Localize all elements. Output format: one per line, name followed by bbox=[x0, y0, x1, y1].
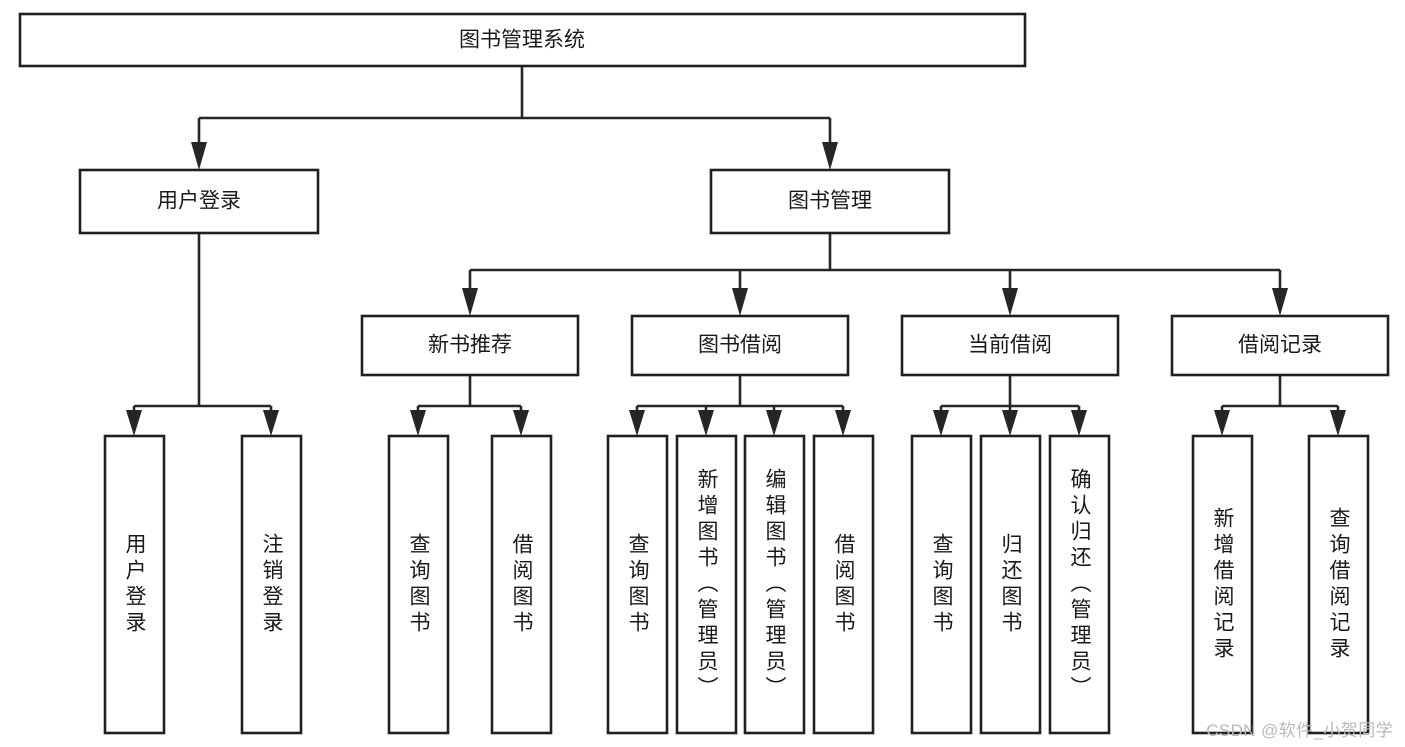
node-borrow-record[interactable]: 借阅记录 bbox=[1170, 314, 1390, 377]
arrow-head-leaf-br-query bbox=[1330, 410, 1346, 436]
node-book-manage-label: 图书管理 bbox=[788, 190, 872, 213]
node-book-manage[interactable]: 图书管理 bbox=[709, 168, 951, 235]
connector-group-new-book-leaves bbox=[410, 375, 529, 436]
csdn-watermark: CSDN @软件_小贺同学 bbox=[1206, 721, 1393, 740]
connector-group-root-to-level2 bbox=[191, 66, 838, 170]
leaf-box-cb-return-book[interactable] bbox=[979, 434, 1042, 735]
connector-group-book-borrow-leaves bbox=[629, 375, 851, 436]
arrow-head-book-borrow bbox=[732, 288, 748, 316]
node-current-borrow-box[interactable] bbox=[900, 314, 1120, 377]
leaf-box-nb-borrow-book[interactable] bbox=[490, 434, 553, 735]
arrow-head-leaf-bb-add bbox=[698, 410, 714, 436]
leaf-box-bb-edit-book[interactable] bbox=[743, 434, 806, 735]
node-current-borrow-label: 当前借阅 bbox=[968, 334, 1052, 357]
connector-group-user-login-leaves bbox=[126, 233, 279, 436]
node-user-login[interactable]: 用户登录 bbox=[78, 168, 320, 235]
arrow-head-book-manage bbox=[822, 142, 838, 170]
node-book-borrow-label: 图书借阅 bbox=[698, 334, 782, 357]
leaf-box-user-login[interactable] bbox=[103, 434, 166, 735]
arrow-head-leaf-nb-query bbox=[410, 410, 426, 436]
node-book-borrow-box[interactable] bbox=[630, 314, 850, 377]
leaf-box-bb-borrow-book[interactable] bbox=[812, 434, 875, 735]
leaf-box-cb-query-book[interactable] bbox=[910, 434, 973, 735]
node-user-login-label: 用户登录 bbox=[157, 190, 241, 213]
arrow-head-borrow-record bbox=[1272, 288, 1288, 316]
arrow-head-leaf-logout bbox=[263, 410, 279, 436]
node-root-system[interactable]: 图书管理系统 bbox=[18, 12, 1027, 68]
arrow-head-leaf-user-login bbox=[126, 410, 142, 436]
node-new-book-recommend[interactable]: 新书推荐 bbox=[360, 314, 580, 377]
node-root-system-box[interactable] bbox=[18, 12, 1027, 68]
leaf-box-bb-query-book[interactable] bbox=[606, 434, 669, 735]
node-borrow-record-label: 借阅记录 bbox=[1238, 334, 1322, 357]
leaf-box-bb-add-book[interactable] bbox=[675, 434, 738, 735]
leaf-box-br-add-record[interactable] bbox=[1191, 434, 1254, 735]
arrow-head-leaf-bb-edit bbox=[766, 410, 782, 436]
node-book-borrow[interactable]: 图书借阅 bbox=[630, 314, 850, 377]
arrow-head-new-book bbox=[462, 288, 478, 316]
leaf-box-logout[interactable] bbox=[240, 434, 303, 735]
node-borrow-record-box[interactable] bbox=[1170, 314, 1390, 377]
arrow-head-user-login bbox=[191, 142, 207, 170]
leaf-box-nb-query-book[interactable] bbox=[387, 434, 450, 735]
connector-group-borrow-record-leaves bbox=[1214, 375, 1346, 436]
node-user-login-box[interactable] bbox=[78, 168, 320, 235]
node-current-borrow[interactable]: 当前借阅 bbox=[900, 314, 1120, 377]
arrow-head-leaf-cb-return bbox=[1002, 410, 1018, 436]
arrow-head-current-borrow bbox=[1002, 288, 1018, 316]
node-root-system-label: 图书管理系统 bbox=[459, 29, 585, 52]
connector-group-current-borrow-leaves bbox=[933, 375, 1087, 436]
connector-group-level2-to-level3 bbox=[462, 233, 1288, 316]
leaf-box-br-query-record[interactable] bbox=[1307, 434, 1370, 735]
arrow-head-leaf-nb-borrow bbox=[513, 410, 529, 436]
leaf-box-cb-confirm-return[interactable] bbox=[1048, 434, 1111, 735]
arrow-head-leaf-cb-confirm bbox=[1071, 410, 1087, 436]
node-book-manage-box[interactable] bbox=[709, 168, 951, 235]
arrow-head-leaf-bb-borrow bbox=[835, 410, 851, 436]
arrow-head-leaf-cb-query bbox=[933, 410, 949, 436]
node-new-book-recommend-label: 新书推荐 bbox=[428, 334, 512, 357]
arrow-head-leaf-br-add bbox=[1214, 410, 1230, 436]
node-new-book-recommend-box[interactable] bbox=[360, 314, 580, 377]
arrow-head-leaf-bb-query bbox=[629, 410, 645, 436]
